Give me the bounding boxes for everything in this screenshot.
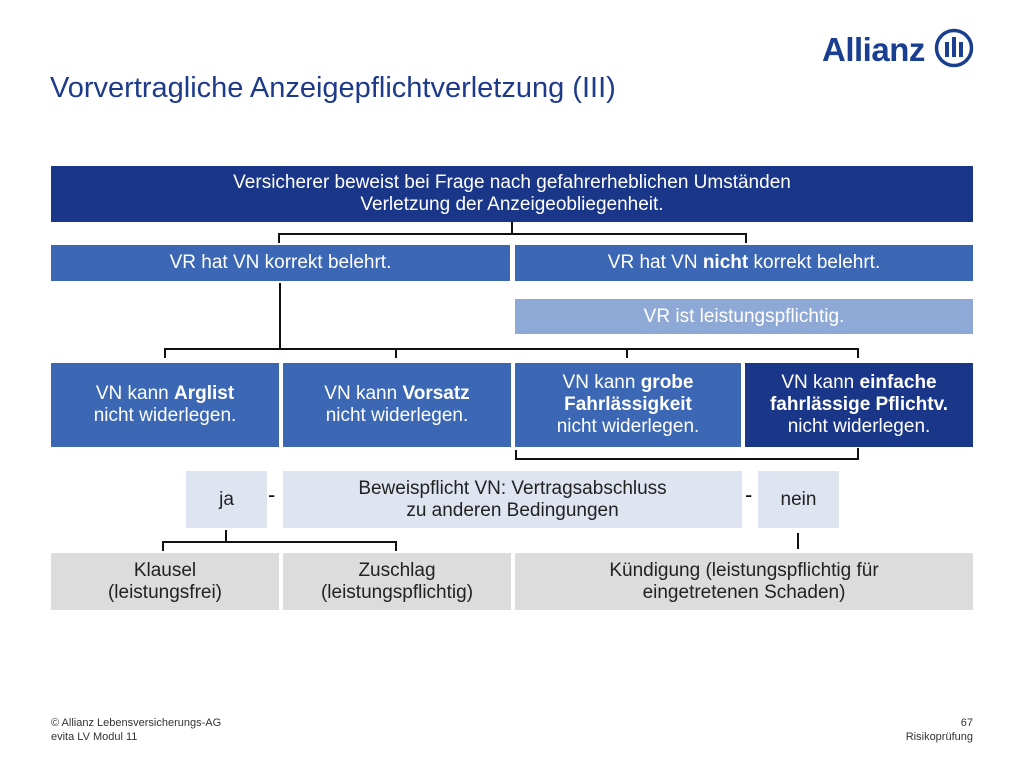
case-arglist-box: VN kann Arglist nicht widerlegen. xyxy=(51,363,279,447)
page-number: 67 xyxy=(960,717,973,729)
connector-line xyxy=(511,222,513,234)
connector-line xyxy=(164,348,166,358)
connector-line xyxy=(857,348,859,358)
top-statement-box: Versicherer beweist bei Frage nach gefah… xyxy=(51,166,973,222)
right-branch-label: VR hat VN nicht korrekt belehrt. xyxy=(607,252,881,273)
outcome-kuendigung-box: Kündigung (leistungspflichtig für einget… xyxy=(515,553,973,610)
connector-line xyxy=(278,233,747,235)
ja-box: ja xyxy=(186,471,267,528)
connector-line xyxy=(515,450,517,460)
case-einfache-fahrlaessigkeit-box: VN kann einfache fahrlässige Pflichtv. n… xyxy=(745,363,973,447)
connector-line xyxy=(279,283,281,349)
outcome-zuschlag-box: Zuschlag (leistungspflichtig) xyxy=(283,553,511,610)
case-grobe-fahrlaessigkeit-box: VN kann grobe Fahrlässigkeit nicht wider… xyxy=(515,363,741,447)
top-statement-line1: Versicherer beweist bei Frage nach gefah… xyxy=(233,172,791,193)
connector-line xyxy=(225,530,227,542)
footer-module: evita LV Modul 11 xyxy=(51,731,138,743)
right-result-box: VR ist leistungspflichtig. xyxy=(515,299,973,334)
page-title: Vorvertragliche Anzeigepflichtverletzung… xyxy=(50,72,616,104)
top-statement-line2: Verletzung der Anzeigeobliegenheit. xyxy=(360,194,664,215)
logo-text: Allianz xyxy=(822,31,925,68)
footer-left: © Allianz Lebensversicherungs-AG evita L… xyxy=(51,716,221,744)
connector-line xyxy=(857,448,859,460)
left-branch-box: VR hat VN korrekt belehrt. xyxy=(51,245,510,281)
outcome-klausel-box: Klausel (leistungsfrei) xyxy=(51,553,279,610)
connector-line xyxy=(515,458,859,460)
nein-box: nein xyxy=(758,471,839,528)
footer-right: 67 Risikoprüfung xyxy=(906,716,973,744)
connector-line xyxy=(395,348,397,358)
beweispflicht-box: Beweispflicht VN: Vertragsabschluss zu a… xyxy=(283,471,742,528)
connector-line xyxy=(162,541,164,551)
dash-right: - xyxy=(745,482,753,507)
allianz-eagle-icon xyxy=(934,28,974,68)
case-vorsatz-box: VN kann Vorsatz nicht widerlegen. xyxy=(283,363,511,447)
connector-line xyxy=(745,233,747,243)
connector-line xyxy=(395,541,397,551)
right-result-label: VR ist leistungspflichtig. xyxy=(643,305,845,327)
connector-line xyxy=(626,348,628,358)
footer-company: © Allianz Lebensversicherungs-AG xyxy=(51,717,222,729)
allianz-logo: Allianz xyxy=(822,28,974,72)
connector-line xyxy=(797,533,799,549)
footer-section: Risikoprüfung xyxy=(905,731,973,743)
connector-line xyxy=(162,541,397,543)
connector-line xyxy=(164,348,859,350)
connector-line xyxy=(278,233,280,243)
right-branch-box: VR hat VN nicht korrekt belehrt. xyxy=(515,245,973,281)
dash-left: - xyxy=(268,482,276,507)
left-branch-label: VR hat VN korrekt belehrt. xyxy=(169,252,392,273)
